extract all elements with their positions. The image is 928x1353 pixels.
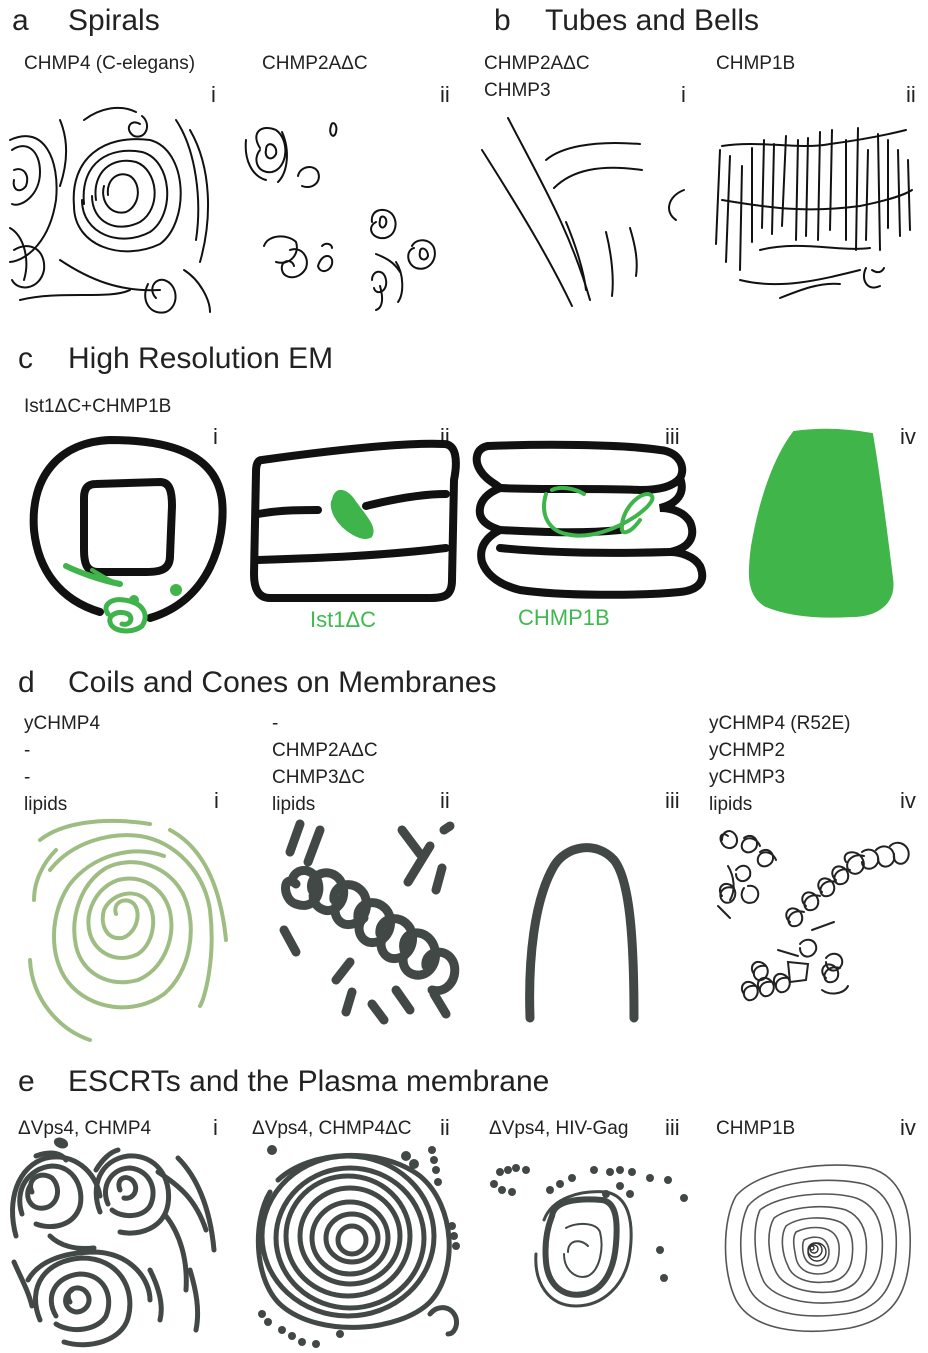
drawing-c-iii-stack (477, 445, 702, 595)
drawing-e-ii-concentric (258, 1155, 456, 1334)
drawing-c-ii-box (254, 444, 456, 598)
drawing-c-i-green-dot-2 (129, 595, 139, 605)
drawing-b-ii-bell (716, 128, 912, 298)
drawing-d-iii-cone (530, 848, 634, 1018)
drawing-e-i-spirals (13, 1150, 214, 1345)
drawing-a-ii-loops (246, 123, 435, 310)
drawing-d-i-spiral (30, 821, 226, 1040)
drawing-d-iv-coils (718, 831, 909, 1000)
drawing-e-iv-core (808, 1243, 826, 1261)
drawing-d-ii-coil (284, 824, 455, 1020)
drawing-c-i-green-dot (170, 584, 182, 596)
drawing-e-i-blob (54, 1138, 68, 1149)
drawing-e-iii-rings (536, 1192, 631, 1306)
drawing-a-i-spirals (10, 108, 210, 313)
drawing-c-iv-green-bell (750, 430, 893, 617)
drawing-c-i-ring (34, 440, 223, 631)
drawing-e-iii-dots (490, 1164, 688, 1282)
drawing-b-i-tubes (482, 118, 684, 306)
